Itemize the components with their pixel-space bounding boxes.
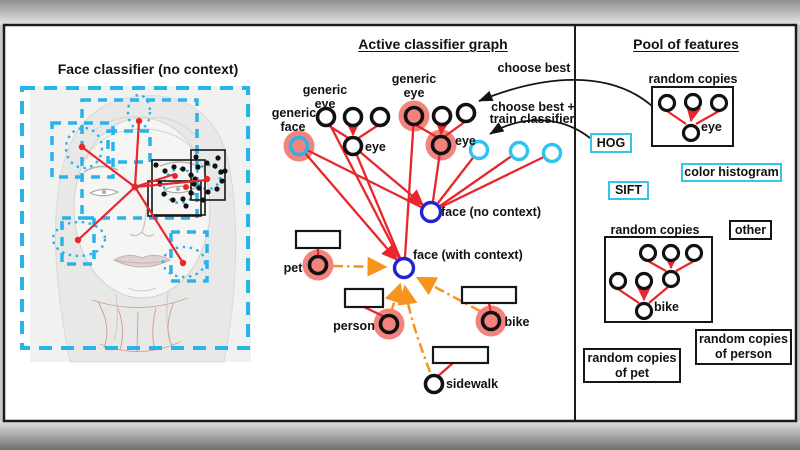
pet-label: pet [283, 260, 303, 275]
choose-best-label: choose best [497, 60, 571, 75]
random-copies-person-line1: random copies [699, 332, 788, 347]
random-copies-pet-line1: random copies [587, 350, 677, 365]
eye-right-label: eye [455, 133, 476, 148]
random-copies-person-box: random copies of person [695, 329, 792, 365]
face-no-context-label: face (no context) [441, 204, 542, 219]
node-person [378, 313, 400, 335]
generic-face-label-2: face [280, 119, 306, 134]
bike-label: bike [504, 314, 530, 329]
other-feature-box: other [729, 220, 772, 240]
random-copies-bike-box [604, 236, 713, 323]
random-copies-pet-box: random copies of pet [583, 348, 681, 383]
graph-nodes [288, 102, 563, 395]
feature-dots [153, 154, 228, 209]
hog-label: HOG [596, 135, 626, 150]
eye-left-label: eye [365, 139, 386, 154]
color-histogram-feature-box: color histogram [681, 163, 782, 182]
bottom-gray-bar [0, 421, 800, 450]
node-generic-eye-5 [431, 105, 453, 127]
spring-lines [77, 120, 208, 264]
node-generic-eye-6 [455, 102, 477, 124]
node-face-with-context [392, 256, 416, 280]
generic-eye-left-label-2: eye [314, 96, 336, 111]
node-sidewalk [423, 373, 445, 395]
node-eye-left [342, 135, 364, 157]
top-gray-bar [0, 0, 800, 25]
node-generic-eye-2 [342, 106, 364, 128]
image-rects [294, 229, 518, 365]
node-generic-face [288, 135, 310, 157]
generic-eye-left-label-1: generic [302, 82, 348, 97]
hog-feature-box: HOG [590, 133, 632, 153]
eyebrows [83, 161, 199, 173]
bike-feature-label: bike [654, 299, 680, 314]
random-copies-eye-label: random copies [648, 71, 738, 86]
sift-feature-box: SIFT [608, 181, 649, 200]
node-pet [307, 254, 329, 276]
node-generic-eye-4 [403, 105, 425, 127]
node-bike [480, 310, 502, 332]
node-untrained-1 [468, 139, 490, 161]
generic-face-label-1: generic [271, 105, 317, 120]
right-panel-title: Pool of features [633, 36, 739, 52]
lips [112, 254, 172, 268]
person-label: person [333, 318, 375, 333]
scan-windows-dashed [20, 86, 250, 350]
choose-best-train-label-1: choose best + [491, 99, 575, 114]
random-copies-pet-line2: of pet [614, 365, 650, 380]
color-histogram-label: color histogram [684, 165, 779, 180]
node-generic-eye-1 [315, 106, 337, 128]
sidewalk-label: sidewalk [445, 376, 499, 391]
generic-eye-right-label-2: eye [403, 85, 425, 100]
node-untrained-3 [541, 142, 563, 164]
left-panel-title: Face classifier (no context) [57, 61, 239, 77]
node-untrained-2 [508, 140, 530, 162]
choose-arrows [478, 78, 653, 139]
eye-feature-label: eye [701, 119, 722, 134]
node-face-no-context [419, 200, 443, 224]
generic-eye-right-label-1: generic [391, 71, 437, 86]
random-copies-person-line2: of person [715, 347, 772, 361]
choose-best-train-label-2: train classifier [489, 111, 575, 126]
hairline [85, 115, 199, 161]
node-eye-right [430, 134, 452, 156]
node-generic-eye-3 [369, 106, 391, 128]
context-arrows [332, 256, 481, 373]
random-copies-bike-label: random copies [610, 222, 700, 237]
spring-anchors [74, 117, 211, 267]
other-label: other [734, 222, 767, 237]
random-copies-eye-box [651, 86, 734, 147]
sift-label: SIFT [614, 183, 643, 198]
face-with-context-label: face (with context) [413, 247, 523, 262]
middle-panel-title: Active classifier graph [358, 36, 508, 52]
